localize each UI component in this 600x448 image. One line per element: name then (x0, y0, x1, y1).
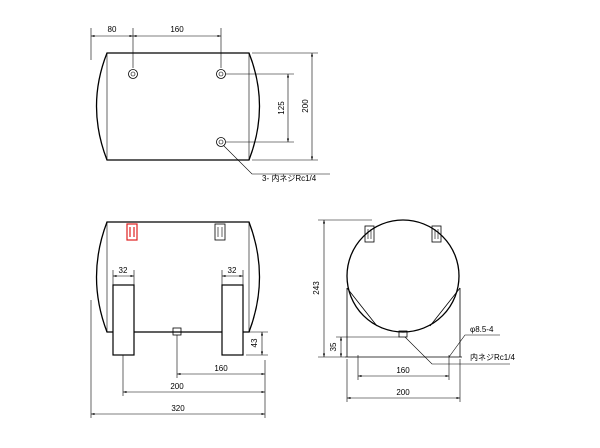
dim-saddle-right-32: 32 (228, 266, 237, 275)
dim-top-160: 160 (170, 25, 184, 34)
dim-top-80: 80 (108, 25, 117, 34)
top-view-port-2 (216, 69, 226, 79)
dim-saddle-span-200: 200 (170, 382, 184, 391)
port-callout-leader (223, 145, 330, 175)
dim-length-320: 320 (171, 404, 185, 413)
dim-top-125: 125 (277, 101, 286, 115)
side-port-callout-text: 内ネジRc1/4 (470, 352, 515, 362)
side-saddle (345, 287, 462, 359)
port-callout-text: 3- 内ネジRc1/4 (262, 173, 317, 183)
side-view: 243 35 φ8.5-4 内ネジRc1/4 160 200 (312, 219, 515, 402)
hole-callout-text: φ8.5-4 (470, 325, 494, 334)
hole-callout-leader (448, 334, 500, 358)
top-view-port-1 (128, 69, 138, 79)
top-view: 80 160 125 200 3- 内ネジRc1/4 (90, 25, 330, 183)
red-valve-icon (126, 223, 138, 241)
dim-base-width-200: 200 (396, 388, 410, 397)
side-port-callout-leader (404, 336, 510, 365)
dim-hole-span-160: 160 (396, 366, 410, 375)
right-saddle (221, 284, 244, 356)
dim-port-offset-160: 160 (214, 364, 228, 373)
dim-saddle-left-32: 32 (119, 266, 128, 275)
front-view: 32 32 43 160 200 320 (90, 221, 268, 418)
top-view-port-3 (216, 137, 226, 147)
dim-top-200: 200 (301, 99, 310, 113)
side-bottom-port (398, 330, 408, 338)
fitting-icon (214, 223, 226, 241)
side-valve-right-icon (431, 225, 442, 243)
side-valve-left-icon (364, 225, 375, 243)
top-view-tank-outline (95, 52, 261, 161)
dim-saddle-height-43: 43 (250, 338, 259, 347)
dim-base-height-35: 35 (329, 342, 338, 351)
left-saddle (112, 284, 135, 356)
dim-side-height-243: 243 (312, 281, 321, 295)
side-view-tank-circle (346, 219, 460, 333)
